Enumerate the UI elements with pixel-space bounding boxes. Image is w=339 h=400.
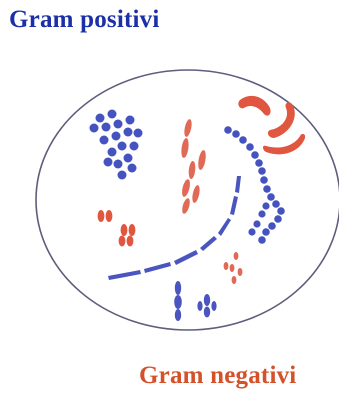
gram-negative-label: Gram negativi [139,362,296,390]
